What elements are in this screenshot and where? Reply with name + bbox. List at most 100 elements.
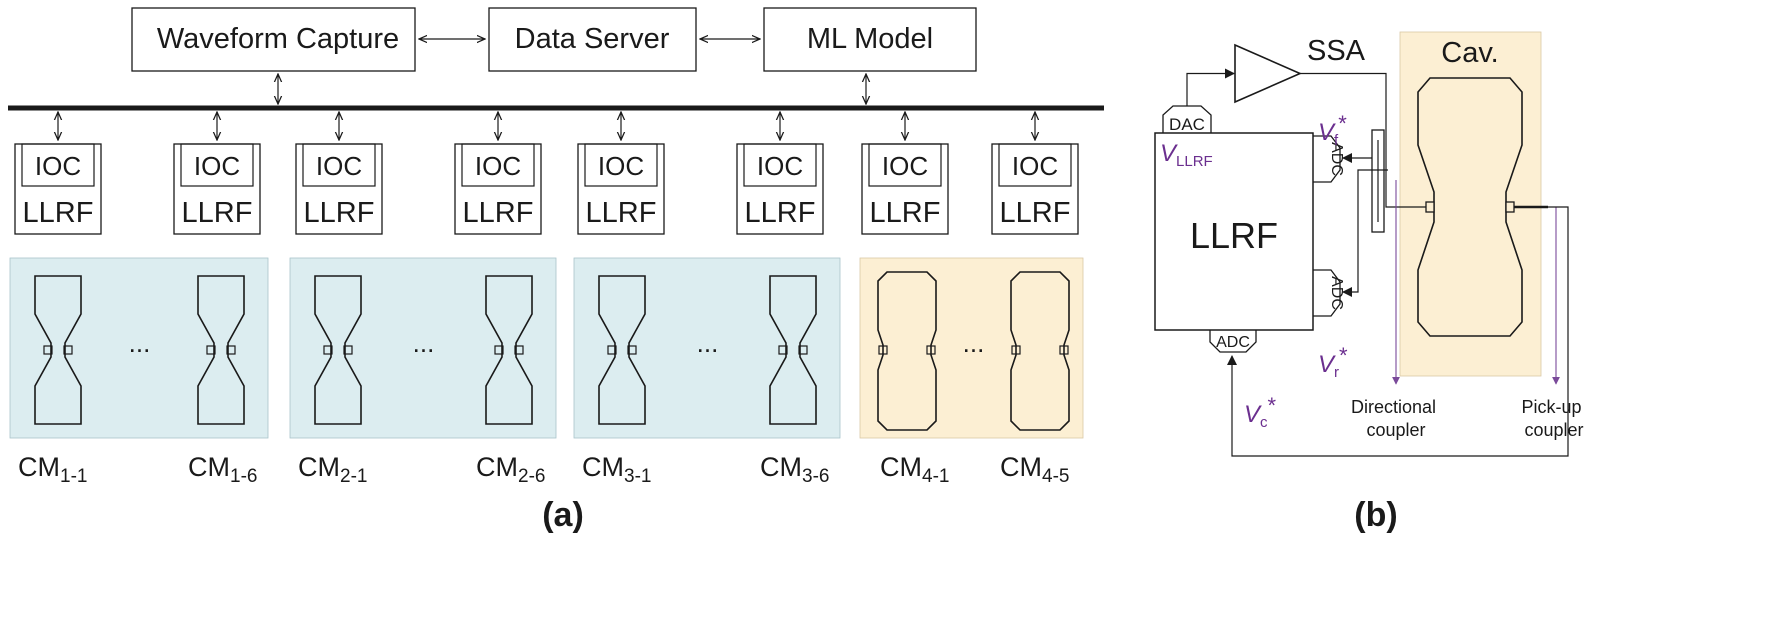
llrf-main-label: LLRF [1190,215,1278,256]
cryomodule-label: CM3-6 [760,452,829,487]
cryomodule-label: CM4-1 [880,452,949,487]
cavity-port [206,345,216,355]
cavity-shape [598,275,646,425]
cryomodule-ellipsis: ... [413,328,435,358]
cavity-shape [197,275,245,425]
cavity-port [798,345,808,355]
cavity-port [226,345,236,355]
ioc-label: IOC [757,151,803,181]
llrf-node: IOC LLRF [14,112,102,235]
cryomodule-background [9,257,269,439]
ssa-to-cavity-line [1300,72,1426,208]
ssa-amplifier [1234,43,1302,104]
cavity-shape [1010,271,1070,431]
waveform-capture-label: Waveform Capture [157,23,399,55]
cryomodule-background [859,257,1084,439]
cavity-background [1399,31,1542,377]
cavity-shape [485,275,533,425]
llrf-label: LLRF [586,197,657,229]
llrf-node-row: IOC LLRF IOC LLRF IOC LLRF IOC LLRF IOC LLRF IOC LL… [14,112,1079,235]
ioc-label: IOC [882,151,928,181]
llrf-node: IOC LLRF [295,112,383,235]
llrf-node: IOC LLRF [861,112,949,235]
cavity-outline [1417,77,1523,337]
cavity-port [607,345,617,355]
ioc-label: IOC [316,151,362,181]
ml-model-box [763,7,977,72]
cryomodule-ellipsis: ... [963,328,985,358]
data-server-label: Data Server [515,23,670,55]
ioc-box [302,143,376,187]
adc-bottom-block [1209,330,1257,353]
cryomodule-label: CM1-6 [188,452,257,487]
cryomodule-label: CM4-5 [1000,452,1069,487]
llrf-label: LLRF [182,197,253,229]
llrf-label: LLRF [304,197,375,229]
llrf-main-box [1154,132,1314,331]
ioc-box [743,143,817,187]
caption-a: (a) [542,496,584,534]
ml-model-label: ML Model [807,23,933,55]
ioc-label: IOC [475,151,521,181]
ioc-box [180,143,254,187]
cryomodule-row: ... CM1-1 CM1-6... CM2-1 CM2-6... CM3-1 CM3-6.… [9,257,1084,487]
llrf-node: IOC LLRF [736,112,824,235]
cryomodule-background [289,257,557,439]
cavity-port [343,345,353,355]
ioc-box [21,143,95,187]
cryomodule-background [573,257,841,439]
cavity-port [514,345,524,355]
cryomodule-group: ... CM3-1 CM3-6 [573,257,841,487]
v-f-label: Vf* [1318,111,1347,149]
cavity-port [627,345,637,355]
panel-b [1154,31,1569,457]
ioc-label: IOC [194,151,240,181]
ioc-label: IOC [598,151,644,181]
ssa-label: SSA [1307,35,1366,67]
cavity-port [1011,345,1021,355]
dac-to-ssa-line [1186,68,1235,106]
cavity-port [494,345,504,355]
cryomodule-label: CM2-6 [476,452,545,487]
cavity-port [63,345,73,355]
llrf-label: LLRF [23,197,94,229]
adc-mid-block [1313,269,1341,317]
cryomodule-ellipsis: ... [697,328,719,358]
pickup-probe-line [1227,206,1569,457]
v-r-label: Vr* [1318,343,1348,381]
cryomodule-label: CM3-1 [582,452,651,487]
dac-label: DAC [1169,115,1205,134]
pickup-coupler-label: Pick-up coupler [1521,397,1586,440]
vr-feedback-line [1342,169,1388,297]
cryomodule-label: CM1-1 [18,452,87,487]
cryomodule-group: ... CM2-1 CM2-6 [289,257,557,487]
caption-b: (b) [1354,496,1397,534]
cav-label: Cav. [1441,37,1498,69]
cavity-shape [34,275,82,425]
ioc-box [868,143,942,187]
directional-coupler-label: Directional coupler [1351,397,1441,440]
ioc-box [584,143,658,187]
llrf-label: LLRF [870,197,941,229]
cavity-shape [877,271,937,431]
cavity-port-left [1425,201,1435,213]
cavity-port [1059,345,1069,355]
llrf-node: IOC LLRF [577,112,665,235]
v-llrf-label: VLLRF [1160,140,1213,170]
ioc-box [998,143,1072,187]
adc-mid-label: ADC [1328,276,1345,310]
cavity-shape [314,275,362,425]
llrf-node: IOC LLRF [454,112,542,235]
cryomodule-label: CM2-1 [298,452,367,487]
llrf-label: LLRF [463,197,534,229]
llrf-label: LLRF [745,197,816,229]
cavity-shape [769,275,817,425]
adc-top-label: ADC [1328,142,1345,176]
ioc-box [461,143,535,187]
ioc-label: IOC [35,151,81,181]
panel-a [8,7,1104,111]
cavity-port [926,345,936,355]
